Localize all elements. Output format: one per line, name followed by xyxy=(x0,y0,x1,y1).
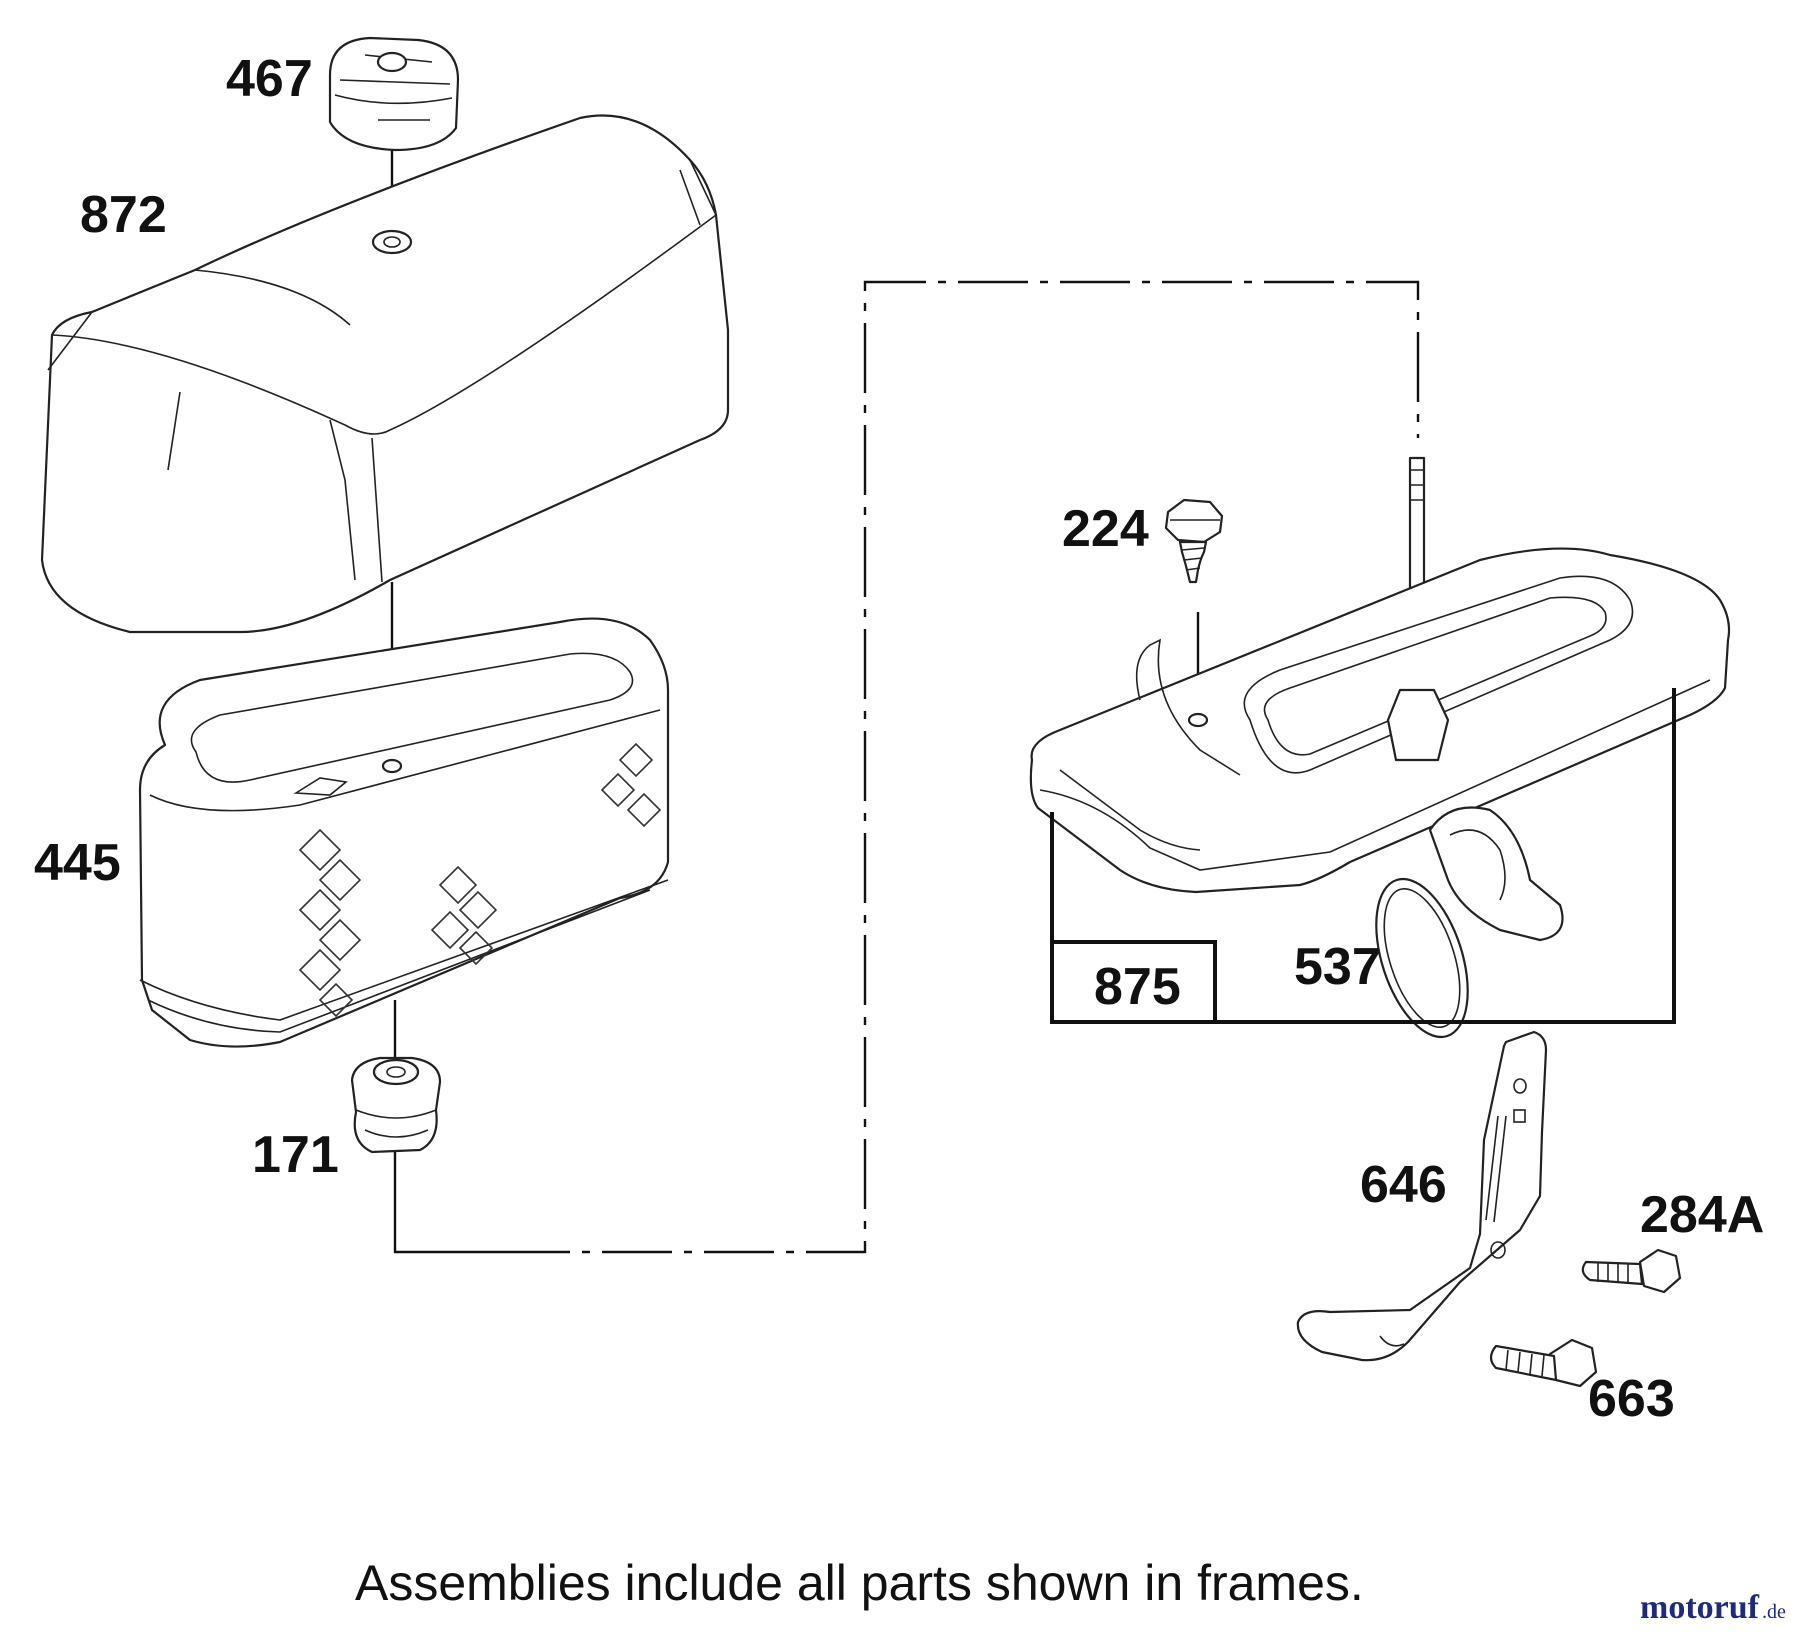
label-875: 875 xyxy=(1094,958,1181,1016)
label-663: 663 xyxy=(1588,1370,1675,1428)
label-537: 537 xyxy=(1294,938,1381,996)
part-875-base xyxy=(1029,456,1731,942)
watermark-suffix: .de xyxy=(1762,1601,1786,1623)
part-537-gasket xyxy=(1375,877,1469,1039)
assembly-frame-875 xyxy=(1050,688,1676,1024)
part-labels: 467 872 445 171 224 875 537 646 284A 663 xyxy=(34,50,1764,1428)
watermark-logo: motoruf .de xyxy=(1640,1589,1786,1626)
part-284a-screw xyxy=(1581,1248,1682,1294)
part-224-screw xyxy=(1164,498,1224,584)
part-646-bracket xyxy=(1296,1030,1548,1362)
label-171: 171 xyxy=(252,1126,339,1184)
label-284a: 284A xyxy=(1640,1186,1764,1244)
label-445: 445 xyxy=(34,834,121,892)
part-663-screw xyxy=(1489,1338,1598,1388)
diagram-caption: Assemblies include all parts shown in fr… xyxy=(355,1555,1364,1611)
assembly-path xyxy=(393,280,1420,1254)
part-872-cover xyxy=(40,114,730,634)
label-224: 224 xyxy=(1062,500,1149,558)
watermark-brand: motoruf xyxy=(1640,1589,1760,1626)
label-872: 872 xyxy=(80,186,167,244)
part-171-grommet xyxy=(350,1056,442,1154)
part-467-cap xyxy=(328,36,460,152)
label-646: 646 xyxy=(1360,1156,1447,1214)
part-445-filter xyxy=(138,617,670,1048)
label-467: 467 xyxy=(226,50,313,108)
